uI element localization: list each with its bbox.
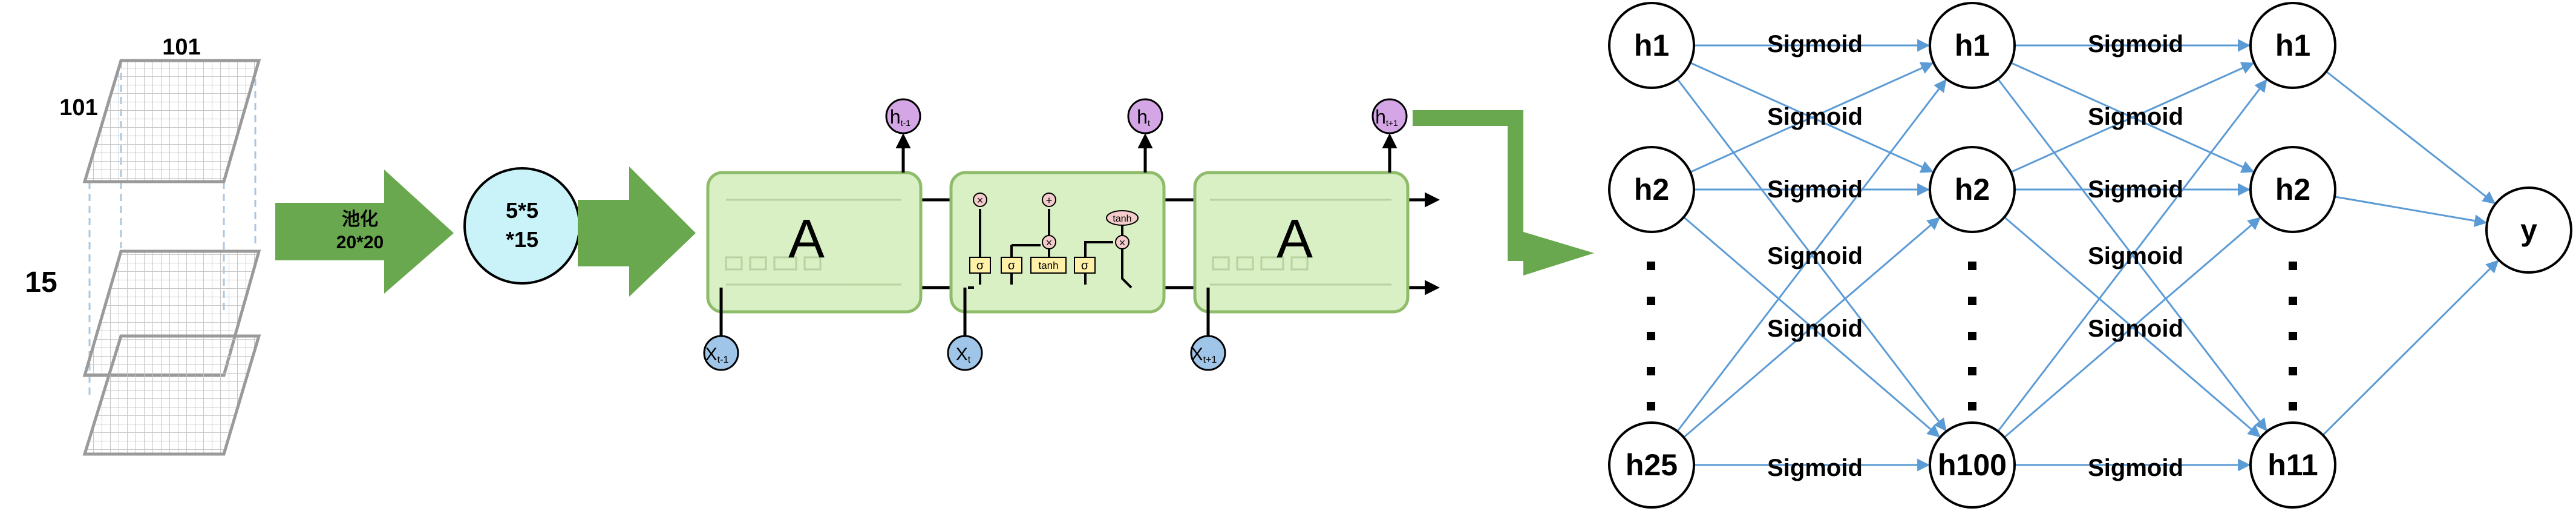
lstm-ops: × + × × tanh (973, 193, 1139, 249)
input-1-label: X (705, 345, 718, 364)
layer-3: h1 h2 h11 (2249, 2, 2336, 509)
output-2-sub: t (1148, 118, 1150, 128)
pooling-arrow: 池化 20*20 (275, 170, 454, 294)
network-edge (2010, 62, 2255, 173)
svg-text:ht-1: ht-1 (890, 106, 910, 128)
edge-label: Sigmoid (1767, 243, 1863, 269)
grid-side-label: 101 (59, 95, 97, 120)
pooling-label-2: 20*20 (336, 232, 384, 252)
node-layer3-h2: h2 (2275, 173, 2310, 206)
lstm-to-network-arrow (1413, 110, 1594, 275)
node-layer3-h11: h11 (2267, 448, 2318, 482)
lstm-output-2: ht (1127, 98, 1163, 134)
lstm-cell-2: σ σ tanh σ × + × × tanh (949, 171, 1166, 314)
lstm-output-1: ht-1 (885, 98, 921, 134)
lstm-input-3: Xt+1 (1190, 335, 1226, 371)
lstm-cell-1-label: A (788, 209, 825, 269)
network-edge (1690, 62, 1934, 173)
node-layer3-h1: h1 (2275, 28, 2310, 62)
op-input-mult: × (1046, 237, 1053, 249)
edge-label: Sigmoid (1767, 315, 1863, 342)
input-1-sub: t-1 (718, 355, 729, 365)
edge-label: Sigmoid (2088, 176, 2183, 203)
edge-label: Sigmoid (2088, 455, 2183, 481)
network-edges (1676, 39, 2499, 472)
svg-text:Xt: Xt (956, 345, 971, 365)
pooled-feature: 5*5 *15 (463, 167, 581, 285)
network-edge (1676, 79, 1947, 432)
lstm-input-1: Xt-1 (703, 335, 739, 371)
edge-label: Sigmoid (1767, 104, 1863, 130)
network-edge (1997, 79, 2267, 432)
network-edge (2004, 217, 2261, 438)
output-1-label: h (890, 106, 901, 128)
pooling-label-1: 池化 (342, 209, 378, 229)
input-2-label: X (956, 345, 968, 364)
gate-forget: σ (976, 259, 984, 272)
edge-label: Sigmoid (2088, 315, 2183, 342)
lstm-output-3: ht+1 (1371, 98, 1408, 134)
node-layer2-h100: h100 (1938, 448, 2007, 482)
output-node: y (2485, 186, 2572, 274)
node-layer1-h2: h2 (1634, 173, 1669, 206)
svg-text:Xt-1: Xt-1 (705, 345, 729, 365)
grid-top-label: 101 (162, 35, 200, 60)
lstm-chain: A σ σ (703, 98, 1440, 371)
output-2-label: h (1137, 106, 1148, 128)
op-forget-mult: × (977, 194, 984, 206)
edge-label: Sigmoid (1767, 176, 1863, 203)
grid-depth-label: 15 (25, 266, 57, 298)
node-layer1-h25: h25 (1626, 448, 1678, 482)
layer-1: h1 h2 h25 (1608, 2, 1695, 509)
edge-label: Sigmoid (1767, 455, 1863, 481)
node-layer2-h2: h2 (1955, 173, 1990, 206)
layer-ellipsis (1647, 262, 2297, 410)
lstm-input-2: Xt (947, 335, 983, 371)
edge-label: Sigmoid (1767, 31, 1863, 58)
node-output-y: y (2520, 213, 2537, 247)
op-add: + (1046, 194, 1053, 206)
input-2-sub: t (968, 355, 971, 365)
layer-2: h1 h2 h100 (1929, 2, 2016, 509)
lstm-cell-1: A (706, 171, 923, 314)
input-3-label: X (1191, 345, 1203, 364)
svg-text:ht: ht (1137, 106, 1150, 128)
lstm-input-arrow (578, 166, 696, 297)
gate-output: σ (1081, 259, 1089, 272)
svg-text:ht+1: ht+1 (1375, 106, 1398, 128)
output-1-sub: t-1 (901, 118, 911, 128)
network-edge (2334, 196, 2488, 227)
lstm-cell-3-label: A (1277, 209, 1313, 269)
svg-text:Xt+1: Xt+1 (1191, 345, 1217, 365)
lstm-gates: σ σ tanh σ (969, 257, 1096, 274)
edge-label: Sigmoid (2088, 104, 2183, 130)
op-tanh: tanh (1113, 214, 1131, 224)
network-edge (2326, 70, 2496, 204)
node-layer1-h1: h1 (1634, 28, 1669, 62)
edge-label: Sigmoid (2088, 243, 2183, 269)
grid-layer-bottom (82, 334, 261, 456)
node-layer2-h1: h1 (1955, 28, 1990, 62)
output-3-sub: t+1 (1386, 118, 1398, 128)
pooled-label-2: *15 (506, 227, 538, 252)
output-3-label: h (1375, 106, 1386, 128)
lstm-cell-3: A (1193, 171, 1410, 314)
grid-layer-top (82, 59, 261, 183)
fc-network: Sigmoid Sigmoid Sigmoid Sigmoid Sigmoid … (1608, 2, 2572, 509)
network-edge (2322, 260, 2499, 436)
op-output-mult: × (1119, 237, 1126, 249)
network-edge-labels: Sigmoid Sigmoid Sigmoid Sigmoid Sigmoid … (1767, 31, 2183, 481)
grid-stack: 101 101 15 (25, 35, 261, 456)
edge-label: Sigmoid (2088, 31, 2183, 58)
gate-input: σ (1008, 259, 1016, 272)
network-edge (1683, 217, 1940, 438)
gate-candidate: tanh (1038, 260, 1058, 271)
pooled-label-1: 5*5 (506, 198, 538, 223)
input-3-sub: t+1 (1203, 355, 1217, 365)
